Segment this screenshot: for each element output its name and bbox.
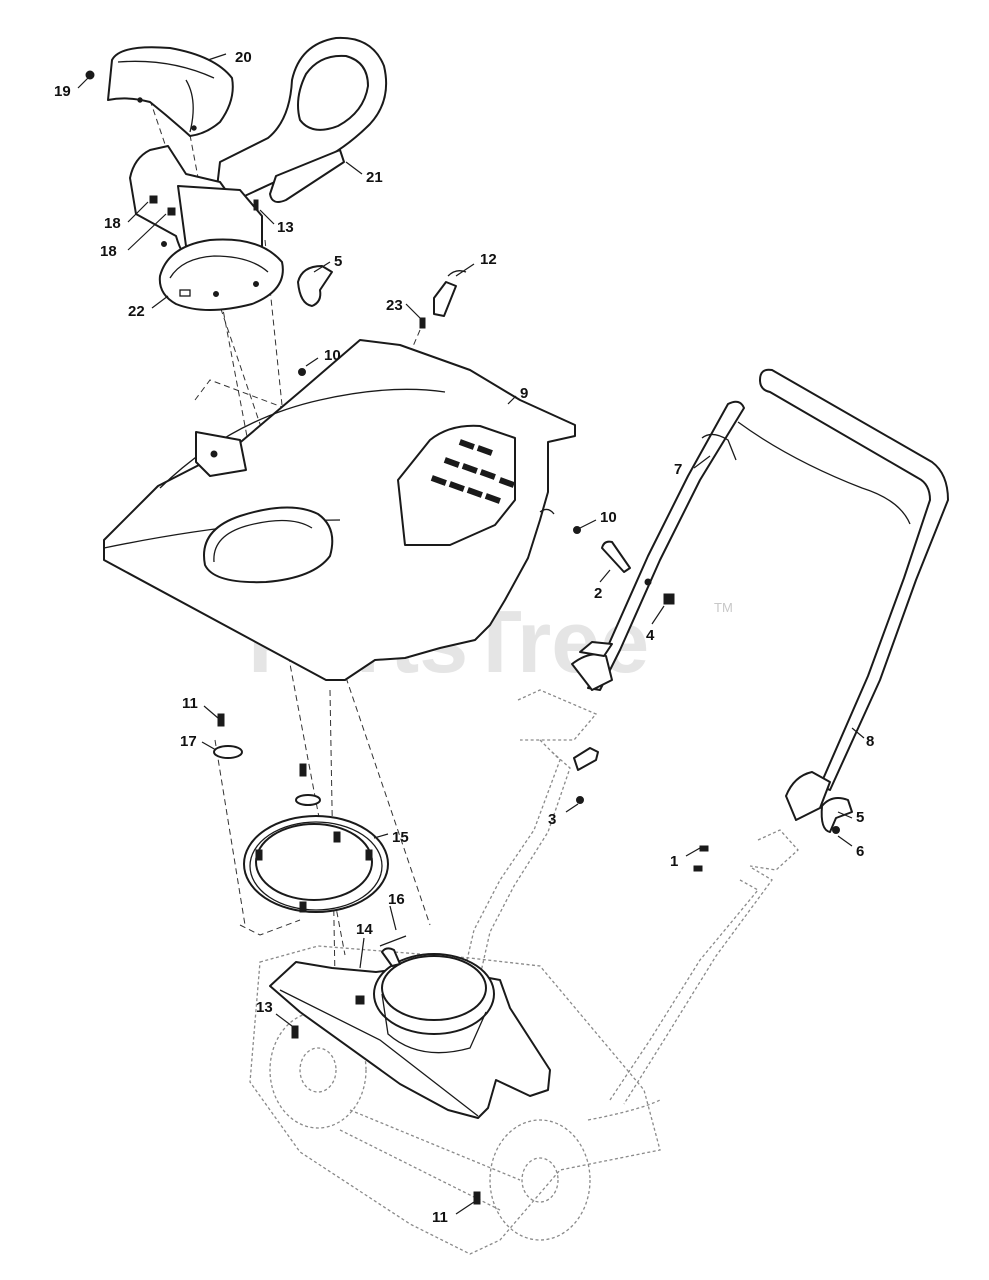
chute-shroud: [103, 339, 576, 681]
bolt-1a: [699, 845, 709, 852]
callout-17: 17: [180, 733, 197, 750]
nut-10a: [298, 368, 306, 376]
upper-handle: [571, 368, 949, 834]
callout-13-lower: 13: [256, 999, 273, 1016]
callout-23: 23: [386, 297, 403, 314]
callout-15: 15: [392, 829, 409, 846]
callout-10-upper: 10: [324, 347, 341, 364]
bolt-3: [573, 747, 599, 771]
bolt-13a: [253, 199, 259, 211]
callout-leaders: [77, 53, 865, 1215]
callout-16: 16: [388, 891, 405, 908]
callout-22: 22: [128, 303, 145, 320]
callout-5-upper: 5: [334, 253, 342, 270]
watermark-trademark: TM: [714, 600, 733, 615]
chute-hardware: [85, 70, 333, 307]
nut-10b: [573, 526, 581, 534]
wing-knob-5a: [297, 265, 333, 307]
callout-5-lower: 5: [856, 809, 864, 826]
nut-3: [576, 796, 584, 804]
pin-16: [381, 947, 401, 967]
cable-clip: [419, 270, 467, 329]
chute-base: [129, 145, 284, 311]
callout-3: 3: [548, 811, 556, 828]
callout-1: 1: [670, 853, 678, 870]
callout-20: 20: [235, 49, 252, 66]
bolt-13b: [291, 1025, 299, 1039]
callout-21: 21: [366, 169, 383, 186]
callout-2: 2: [594, 585, 602, 602]
callout-10-lower: 10: [600, 509, 617, 526]
bolt-11b: [473, 1191, 481, 1205]
callout-4: 4: [646, 627, 655, 644]
callout-11-upper: 11: [182, 695, 198, 712]
lower-handle-ghost: [459, 689, 799, 1105]
bolt-18b: [167, 207, 176, 216]
callout-9: 9: [520, 385, 528, 402]
callout-8: 8: [866, 733, 874, 750]
bolt-1b: [693, 865, 703, 872]
cable-guide-2: [601, 540, 631, 573]
washer-6: [832, 826, 840, 834]
callout-18-upper: 18: [104, 215, 121, 232]
clip-4: [663, 593, 675, 605]
callout-14: 14: [356, 921, 373, 938]
callout-11-lower: 11: [432, 1209, 448, 1226]
impeller-housing: [269, 935, 551, 1205]
washer-17-group: [213, 713, 321, 806]
wing-knob: [579, 641, 613, 657]
callout-13-upper: 13: [277, 219, 294, 236]
bolt-18a: [149, 195, 158, 204]
shroud-vent-slots: [430, 439, 515, 504]
callout-19: 19: [54, 83, 71, 100]
callout-7: 7: [674, 461, 682, 478]
callout-6: 6: [856, 843, 864, 860]
chute-handle-loop: [215, 36, 388, 203]
callout-labels: 20 19 21 18 18 13 5 22 12 23 10 9 7 10 2…: [54, 49, 874, 1226]
chute-deflector: [107, 46, 234, 137]
callout-18-lower: 18: [100, 243, 117, 260]
nut-19: [85, 70, 95, 80]
callout-12: 12: [480, 251, 497, 268]
chute-ring: [243, 815, 389, 913]
